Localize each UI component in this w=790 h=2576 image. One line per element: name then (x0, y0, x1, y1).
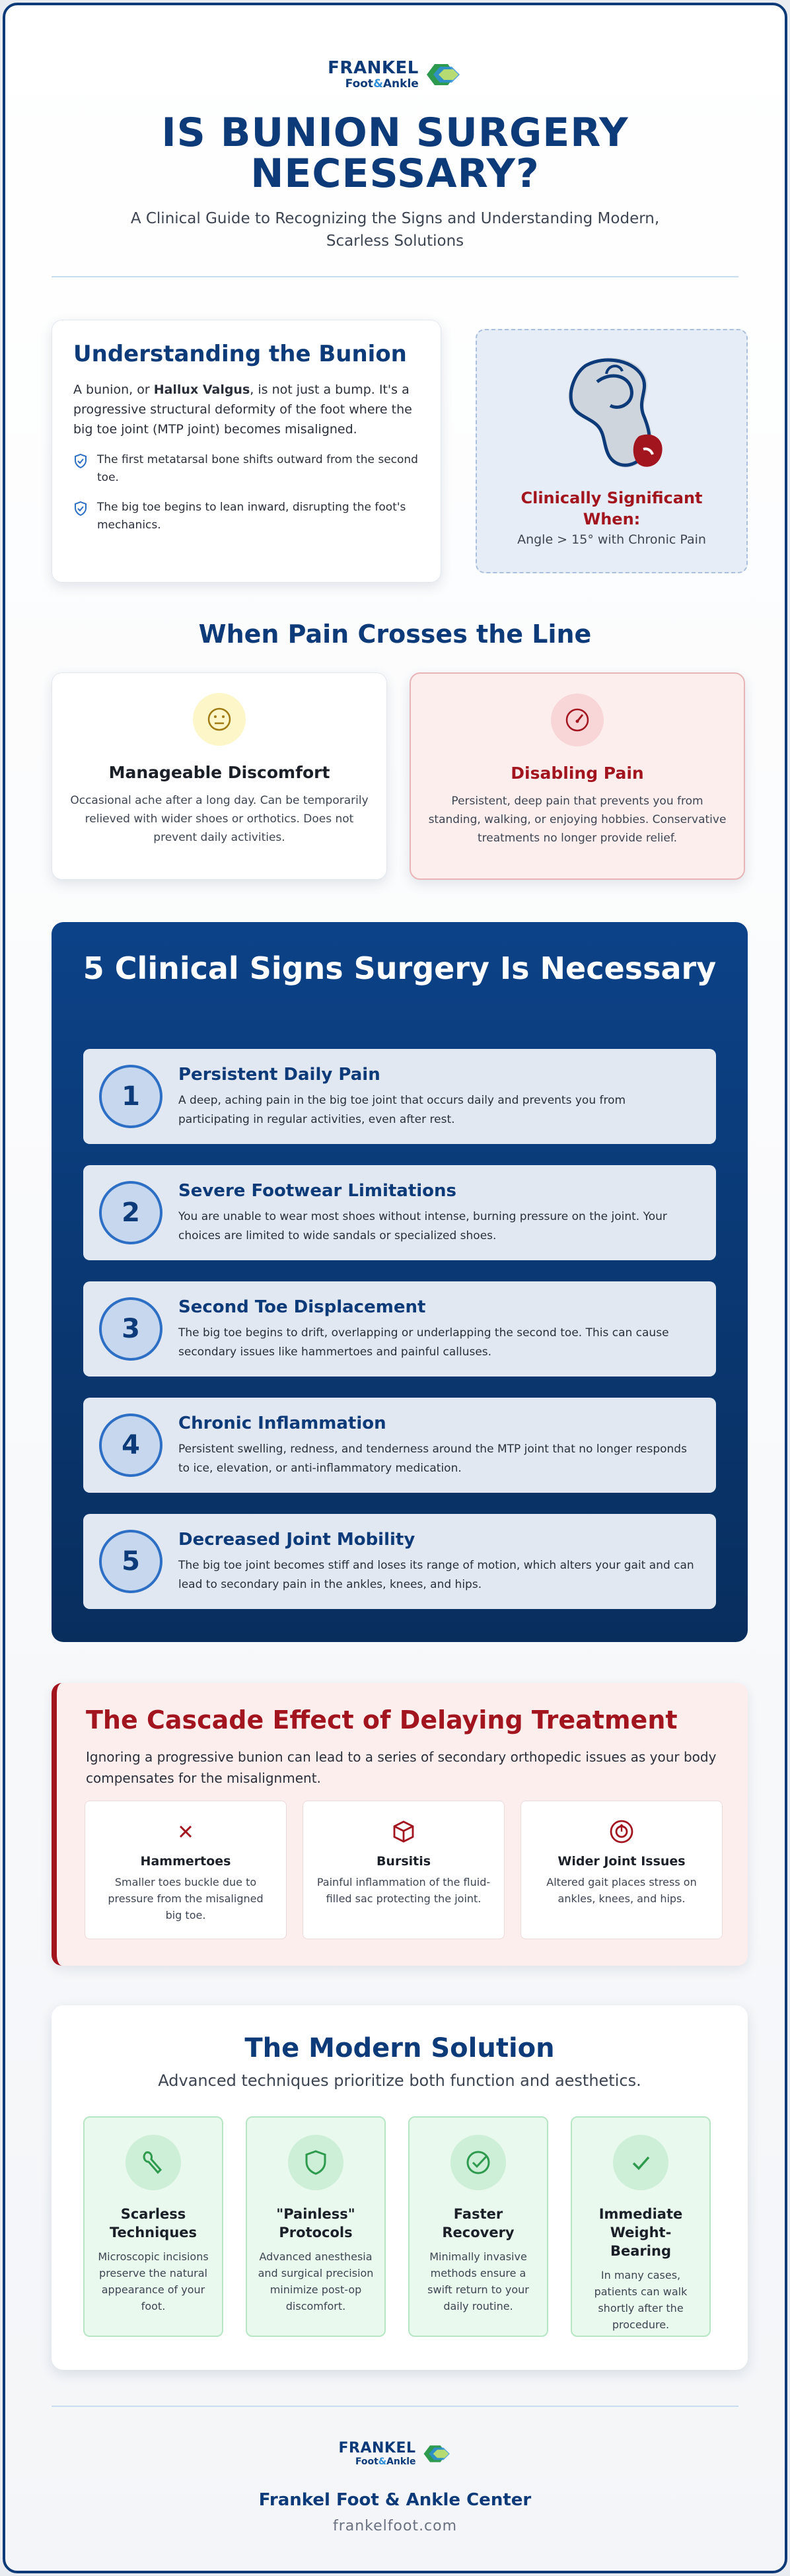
logo-mark-icon (423, 2445, 450, 2462)
target-icon (610, 1820, 633, 1843)
sign-title: Decreased Joint Mobility (178, 1530, 415, 1550)
disabling-title: Disabling Pain (511, 764, 644, 783)
sign-title: Persistent Daily Pain (178, 1065, 380, 1085)
sign-number: 5 (99, 1530, 162, 1593)
page-title: IS BUNION SURGERY NECESSARY? (161, 110, 629, 197)
solution-title: "Painless" Protocols (276, 2206, 355, 2240)
footer-logo: FRANKEL Foot&Ankle (5, 2441, 785, 2466)
cube-icon (393, 1820, 414, 1843)
sign-text: The big toe begins to drift, overlapping… (178, 1326, 669, 1359)
footer-website-link[interactable]: frankelfoot.com (332, 2518, 458, 2534)
footer-org-name: Frankel Foot & Ankle Center (258, 2490, 532, 2510)
disabling-pain-card: Disabling Pain Persistent, deep pain tha… (410, 672, 745, 880)
cascade-card: The Cascade Effect of Delaying Treatment… (52, 1683, 748, 1966)
manageable-title: Manageable Discomfort (108, 763, 330, 782)
cascade-intro: Ignoring a progressive bunion can lead t… (86, 1749, 717, 1786)
x-icon (179, 1825, 192, 1838)
logo-mark-icon (426, 64, 460, 85)
cascade-item: Bursitis Painful inflammation of the flu… (303, 1801, 505, 1939)
modern-heading: The Modern Solution (244, 2033, 555, 2063)
sign-item: 2 Severe Footwear Limitations You are un… (83, 1165, 716, 1260)
signs-heading: 5 Clinical Signs Surgery Is Necessary (83, 950, 717, 986)
page-subtitle: A Clinical Guide to Recognizing the Sign… (130, 210, 660, 250)
divider (52, 276, 738, 277)
solution-text: Advanced anesthesia and surgical precisi… (258, 2250, 374, 2312)
logo-subline: Foot&Ankle (345, 77, 419, 90)
cascade-item-title: Hammertoes (140, 1854, 231, 1869)
neutral-face-icon (207, 707, 231, 731)
sign-text: A deep, aching pain in the big toe joint… (178, 1094, 626, 1126)
solution-item: Scarless Techniques Microscopic incision… (83, 2116, 223, 2337)
sign-text: You are unable to wear most shoes withou… (178, 1210, 667, 1242)
understanding-heading: Understanding the Bunion (73, 341, 407, 367)
cascade-item: Hammertoes Smaller toes buckle due to pr… (85, 1801, 287, 1939)
solution-title: Scarless Techniques (109, 2206, 198, 2240)
cascade-item-title: Wider Joint Issues (557, 1854, 686, 1869)
understanding-card: Understanding the Bunion A bunion, or Ha… (52, 320, 441, 583)
logo-wordmark: FRANKEL (338, 2440, 416, 2456)
divider (52, 2406, 738, 2407)
solution-text: In many cases, patients can walk shortly… (594, 2269, 688, 2331)
page-frame: FRANKEL Foot&Ankle IS BUNION SURGERY NEC… (3, 3, 787, 2573)
solution-item: Faster Recovery Minimally invasive metho… (408, 2116, 548, 2337)
manageable-text: Occasional ache after a long day. Can be… (70, 794, 369, 844)
sign-text: The big toe joint becomes stiff and lose… (178, 1559, 694, 1591)
logo-subline: Foot&Ankle (355, 2456, 416, 2467)
cascade-item: Wider Joint Issues Altered gait places s… (521, 1801, 723, 1939)
understanding-bullet: The big toe begins to lean inward, disru… (73, 499, 419, 534)
manageable-pain-card: Manageable Discomfort Occasional ache af… (52, 672, 387, 880)
solution-item: "Painless" Protocols Advanced anesthesia… (246, 2116, 386, 2337)
cascade-heading: The Cascade Effect of Delaying Treatment (86, 1705, 678, 1735)
sign-title: Severe Footwear Limitations (178, 1181, 457, 1201)
significance-detail: Angle > 15° with Chronic Pain (517, 532, 706, 547)
pain-heading: When Pain Crosses the Line (198, 620, 592, 649)
understanding-text: A bunion, or Hallux Valgus, is not just … (73, 382, 412, 437)
cascade-item-text: Painful inflammation of the fluid-filled… (316, 1876, 491, 1905)
shield-check-icon (75, 501, 87, 517)
modern-solution-card: The Modern Solution Advanced techniques … (52, 2005, 748, 2370)
logo-wordmark: FRANKEL (328, 58, 419, 78)
gauge-icon (565, 708, 589, 732)
clinical-significance-card: Clinically Significant When: Angle > 15°… (476, 329, 748, 573)
clinical-signs-panel: 5 Clinical Signs Surgery Is Necessary 1 … (52, 922, 748, 1642)
solution-text: Microscopic incisions preserve the natur… (98, 2250, 209, 2312)
sign-number: 2 (99, 1181, 162, 1244)
sign-item: 3 Second Toe Displacement The big toe be… (83, 1281, 716, 1377)
cascade-item-text: Smaller toes buckle due to pressure from… (108, 1876, 264, 1921)
sign-title: Second Toe Displacement (178, 1297, 426, 1317)
shield-icon (305, 2150, 326, 2175)
sign-number: 3 (99, 1297, 162, 1361)
solution-item: Immediate Weight-Bearing In many cases, … (571, 2116, 711, 2337)
sign-title: Chronic Inflammation (178, 1413, 386, 1433)
foot-bunion-icon (568, 357, 663, 468)
scalpel-icon (143, 2151, 162, 2174)
solution-title: Immediate Weight-Bearing (598, 2206, 683, 2259)
sign-number: 4 (99, 1413, 162, 1477)
significance-title: Clinically Significant When: (521, 489, 703, 528)
solution-text: Minimally invasive methods ensure a swif… (427, 2250, 529, 2312)
sign-item: 1 Persistent Daily Pain A deep, aching p… (83, 1049, 716, 1144)
understanding-bullet: The first metatarsal bone shifts outward… (73, 451, 419, 487)
sign-text: Persistent swelling, redness, and tender… (178, 1443, 687, 1475)
cascade-item-text: Altered gait places stress on ankles, kn… (546, 1876, 697, 1905)
check-icon (632, 2156, 650, 2170)
solution-title: Faster Recovery (442, 2206, 515, 2240)
disabling-text: Persistent, deep pain that prevents you … (428, 795, 727, 845)
sign-item: 5 Decreased Joint Mobility The big toe j… (83, 1514, 716, 1609)
cascade-item-title: Bursitis (376, 1854, 431, 1869)
shield-check-icon (75, 453, 87, 469)
check-circle-icon (466, 2151, 490, 2174)
sign-number: 1 (99, 1065, 162, 1128)
sign-item: 4 Chronic Inflammation Persistent swelli… (83, 1398, 716, 1493)
brand-logo: FRANKEL Foot&Ankle (5, 59, 785, 90)
modern-subtitle: Advanced techniques prioritize both func… (158, 2071, 641, 2090)
